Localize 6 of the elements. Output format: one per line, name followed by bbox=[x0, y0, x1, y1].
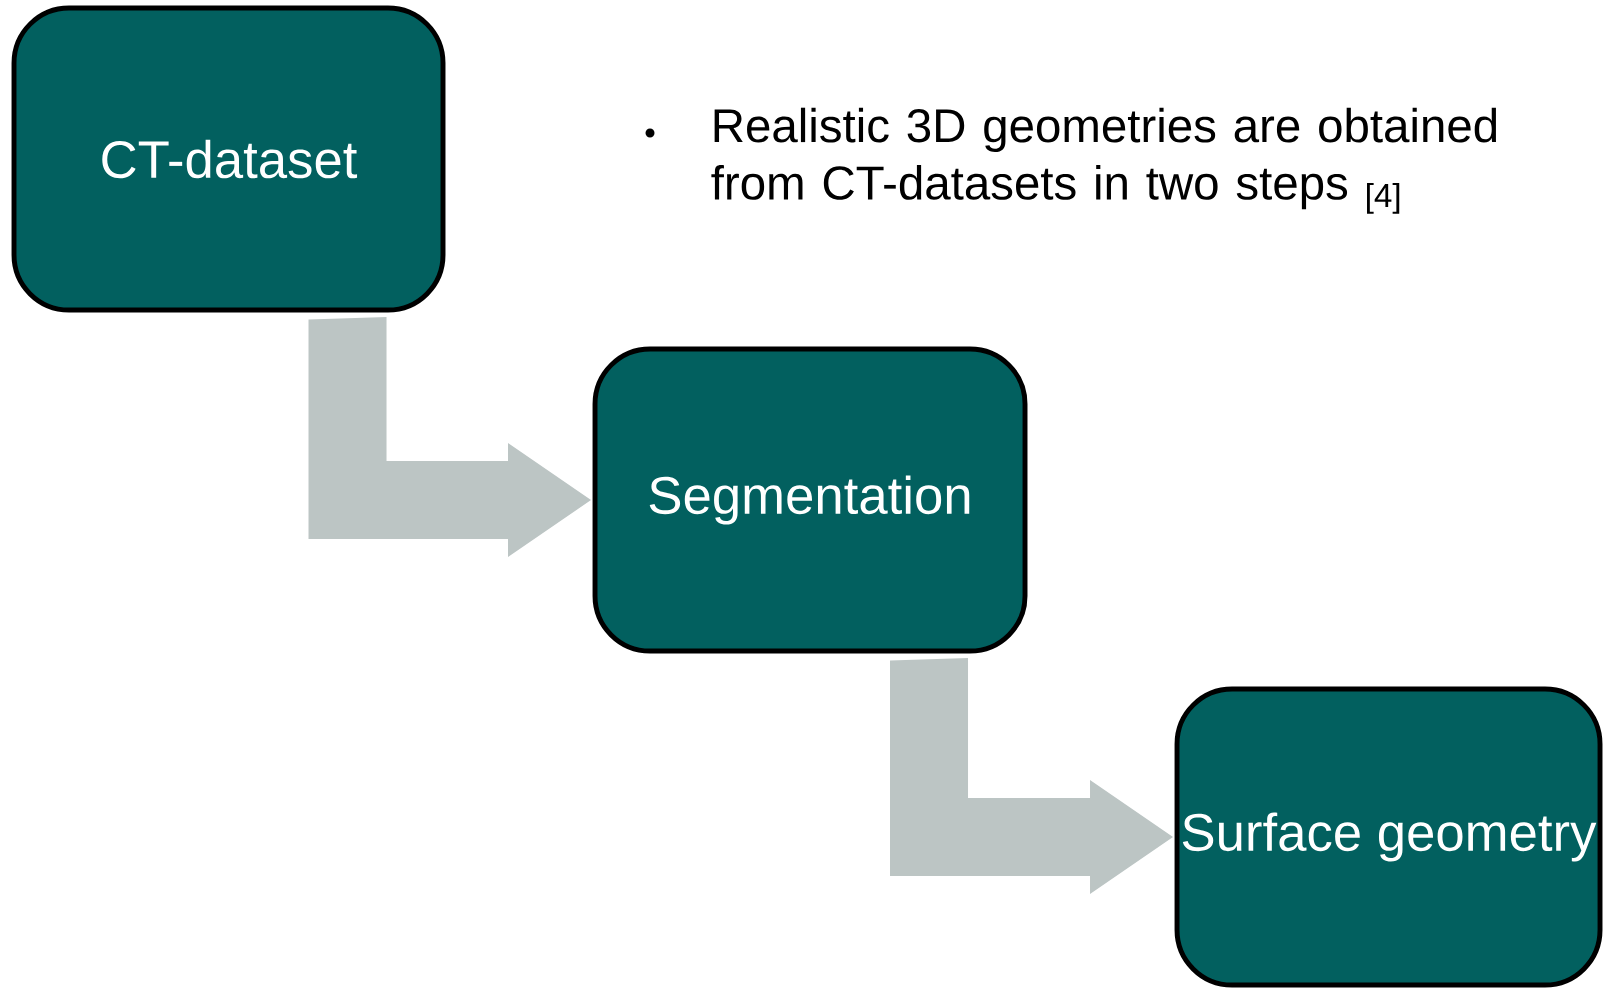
block-arrow bbox=[308, 317, 591, 557]
block-arrow bbox=[890, 658, 1173, 895]
process-box: Segmentation bbox=[592, 346, 1028, 654]
process-box: CT-dataset bbox=[11, 5, 446, 313]
bullet-text: Realistic 3D geometries are obtained from CT-datasets in two steps $_{[4]}$ bbox=[711, 107, 1497, 214]
process-box: Surface geometry bbox=[1174, 686, 1603, 988]
